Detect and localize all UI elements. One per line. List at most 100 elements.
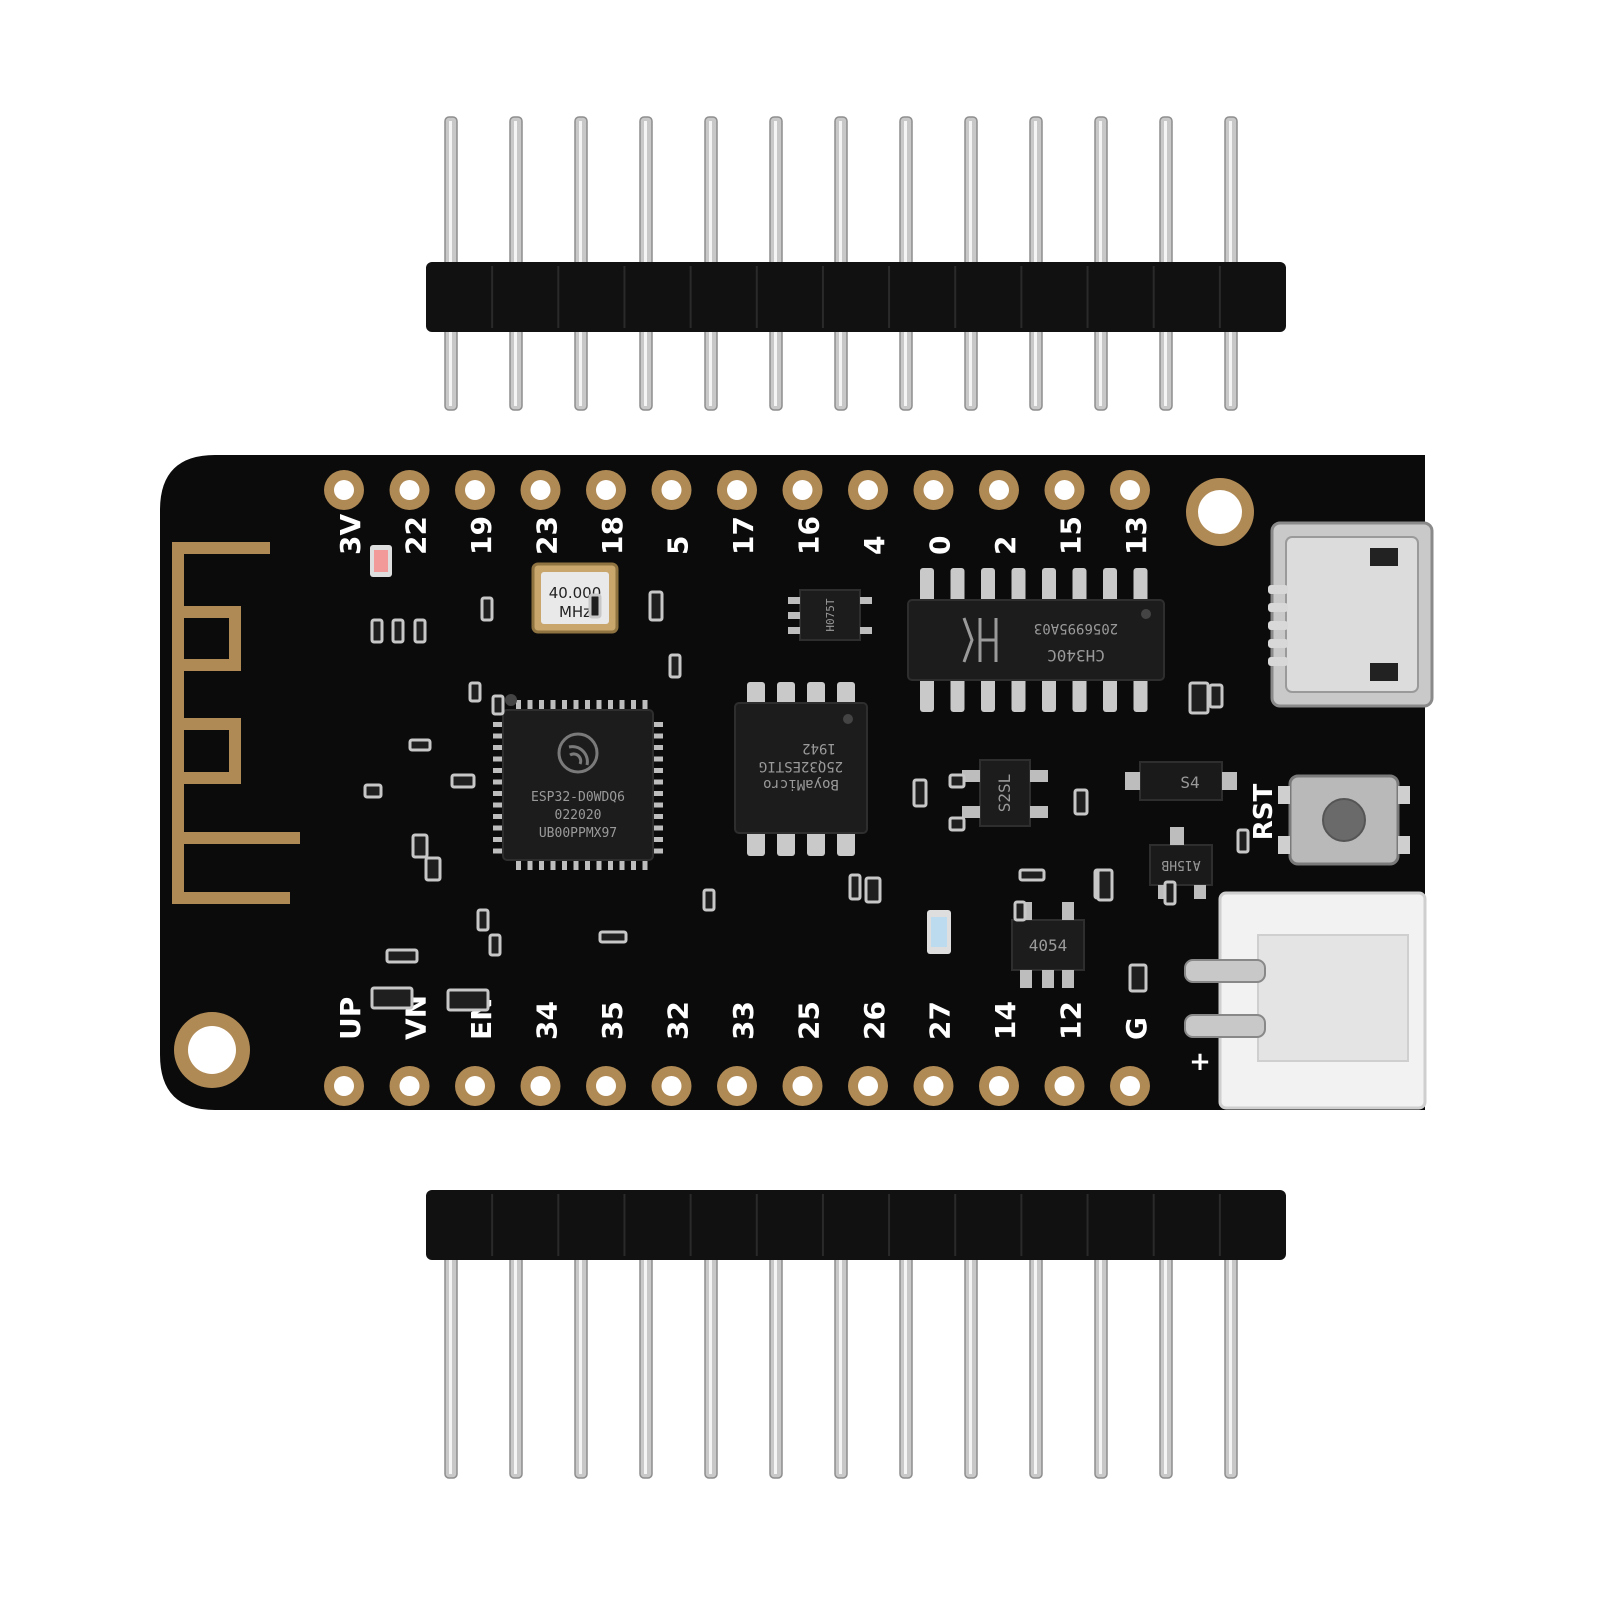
pin-label: G: [1120, 1017, 1153, 1040]
pin-highlight: [1034, 1199, 1037, 1474]
chip-lead: [1042, 568, 1056, 602]
chip-lead: [1133, 678, 1148, 712]
reset-button[interactable]: [1278, 774, 1410, 866]
pcb-antenna: [172, 542, 300, 904]
smd-part: [391, 618, 405, 644]
pin-hole: [923, 480, 944, 500]
pin-label: 14: [989, 1001, 1022, 1040]
flash-chip: BoyaMicro 25Q32ESTIG 1942: [734, 682, 868, 856]
pin-hole: [792, 480, 813, 500]
pin-hole: [465, 1076, 485, 1096]
smd-part: [491, 694, 505, 716]
pin-highlight: [579, 1199, 582, 1474]
pin-label: 35: [596, 1001, 629, 1040]
pin-highlight: [839, 1199, 842, 1474]
chip-lead: [777, 682, 795, 706]
pin-hole: [792, 1076, 813, 1096]
chip-lead: [516, 858, 521, 870]
chip-lead: [493, 722, 505, 727]
chip-lead: [651, 722, 663, 727]
esp32-chip: ESP32-D0WDQ6 022020 UB00PPMX97: [493, 694, 663, 870]
chip-lead: [1072, 678, 1087, 712]
smd-part: [408, 738, 432, 752]
pin-hole: [596, 480, 616, 500]
pin-hole: [1054, 1076, 1075, 1096]
chip-lead: [807, 830, 825, 856]
chip-lead: [527, 858, 533, 870]
smd-part: [1128, 963, 1148, 993]
smd-part: [450, 773, 476, 789]
flash-date: 1942: [802, 740, 836, 756]
pin-hole: [989, 1076, 1009, 1096]
pin-hole: [923, 1076, 944, 1096]
diode-s4: S4: [1125, 761, 1237, 801]
chip-lead: [651, 779, 663, 785]
chip-lead: [651, 814, 663, 819]
chip-lead: [493, 779, 505, 785]
chip-lead: [619, 858, 625, 870]
mcu-date: 022020: [555, 808, 602, 823]
smd-part: [648, 590, 664, 622]
smd-part: [1188, 681, 1210, 715]
chip-lead: [777, 830, 795, 856]
chip-lead: [807, 682, 825, 706]
chip-lead: [651, 756, 663, 762]
smd-part: [702, 888, 716, 912]
mcu-lot: UB00PPMX97: [539, 826, 617, 841]
usb-serial-chip: CH340C 2056995A03: [907, 568, 1165, 712]
chip-lead: [642, 700, 648, 712]
chip-lead: [651, 837, 663, 842]
chip-lead: [837, 682, 855, 706]
chip-lead: [493, 791, 505, 796]
pin-hole: [530, 480, 551, 500]
flash-model: 25Q32ESTIG: [759, 758, 843, 774]
chip-lead: [493, 802, 505, 808]
chip-lead: [1011, 678, 1026, 712]
battery-plus-label: +: [1189, 1047, 1211, 1077]
pin-label: 2: [989, 536, 1022, 555]
chip-lead: [527, 700, 533, 712]
ldo-chip: H075T: [788, 589, 872, 641]
pin-highlight: [709, 1199, 712, 1474]
pin-hole: [530, 1076, 551, 1096]
chip-lead: [1103, 568, 1117, 602]
chip-lead: [562, 700, 567, 712]
chip-lead: [920, 678, 934, 712]
smd-part: [1236, 828, 1250, 854]
chip-lead: [596, 858, 602, 870]
chip-lead: [1042, 678, 1056, 712]
chip-lead: [631, 700, 636, 712]
passive-components: [363, 590, 1250, 1012]
reset-label: RST: [1249, 783, 1279, 840]
pin-label: UP: [334, 997, 367, 1040]
pin-highlight: [1164, 1199, 1167, 1474]
smd-part: [424, 856, 442, 882]
smd-part: [1013, 900, 1027, 922]
espressif-logo: [557, 732, 599, 774]
chip-lead: [493, 825, 505, 831]
chip-lead: [493, 745, 505, 750]
chip-lead: [516, 700, 521, 712]
pin-highlight: [644, 1199, 647, 1474]
chip-lead: [950, 568, 965, 602]
chip-lead: [585, 700, 590, 712]
chip-lead: [493, 768, 505, 773]
mosfet-a15hb: A15HB: [1149, 827, 1213, 899]
crystal-unit: MHz: [559, 603, 591, 621]
pin-hole: [661, 480, 682, 500]
chip-lead: [651, 802, 663, 808]
header-body: [426, 262, 1286, 332]
chip-lead: [651, 848, 663, 854]
usb-chip-model: CH340C: [1047, 646, 1105, 665]
pin-highlight: [774, 1199, 777, 1474]
mounting-hole-bottom: [174, 1012, 250, 1088]
pin-label: 18: [596, 516, 629, 555]
smd-part: [370, 986, 414, 1010]
pin-label: 25: [793, 1001, 826, 1040]
mounting-hole-top: [1186, 478, 1254, 546]
chip-lead: [747, 682, 765, 706]
pin-label: 3V: [334, 514, 367, 555]
chip-lead: [631, 858, 636, 870]
chip-lead: [1103, 678, 1117, 712]
